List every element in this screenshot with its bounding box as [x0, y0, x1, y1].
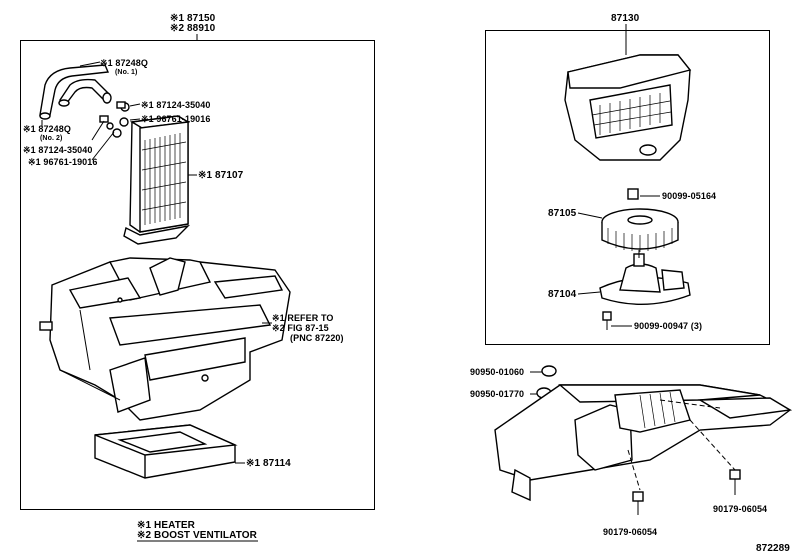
blower-unit-frame: [485, 30, 770, 345]
hose-2-sublabel: (No. 2): [40, 135, 63, 142]
header-code-1: ※1 87150: [170, 13, 216, 24]
blower-case-drawing: [564, 54, 692, 161]
oring-a-label: ※1 96761-19016: [141, 114, 211, 124]
dashboard-drawing: [494, 384, 793, 502]
refer-line-2: ※2 FIG 87-15: [272, 323, 329, 333]
header-code-2: ※2 88910: [170, 23, 216, 34]
nut-label: 90099-05164: [662, 191, 717, 201]
clamp-drawing: [99, 101, 130, 138]
blower-header-code: 87130: [611, 13, 640, 24]
clip-1-label: 90950-01060: [470, 367, 525, 377]
heater-hose-1-drawing: [39, 64, 112, 120]
legend-heater: ※1 HEATER: [137, 520, 195, 531]
fan-drawing: [601, 208, 679, 252]
heater-unit-frame: [20, 40, 375, 510]
heater-case-drawing: [39, 257, 291, 421]
screw-drawing: [602, 311, 632, 330]
screw-label: 90099-00947 (3): [634, 321, 703, 331]
heater-core-label: ※1 87107: [198, 170, 244, 181]
bolt-2-label: 90179-06054: [713, 504, 768, 514]
bolt-1-label: 90179-06054: [603, 527, 658, 537]
motor-label: 87104: [548, 289, 577, 300]
heater-core-drawing: [123, 115, 191, 245]
motor-drawing: [599, 250, 691, 305]
bolt-drawing: [632, 469, 741, 515]
clip-2-label: 90950-01770: [470, 389, 525, 399]
hose-1-sublabel: (No. 1): [115, 69, 138, 76]
heater-cover-label: ※1 87114: [246, 458, 291, 469]
figure-number: 872289: [756, 543, 790, 554]
hose-1-label: ※1 87248Q: [100, 58, 148, 68]
legend-boost-ventilator: ※2 BOOST VENTILATOR: [137, 530, 257, 541]
refer-line-3: (PNC 87220): [290, 333, 344, 343]
heater-cover-drawing: [94, 424, 238, 479]
clamp-a-label: ※1 87124-35040: [141, 100, 211, 110]
nut-drawing: [627, 188, 660, 200]
fan-label: 87105: [548, 208, 577, 219]
refer-line-1: ※1 REFER TO: [272, 313, 334, 323]
clamp-b-label: ※1 87124-35040: [23, 145, 93, 155]
hose-2-label: ※1 87248Q: [23, 124, 71, 134]
oring-b-label: ※1 96761-19016: [28, 157, 98, 167]
